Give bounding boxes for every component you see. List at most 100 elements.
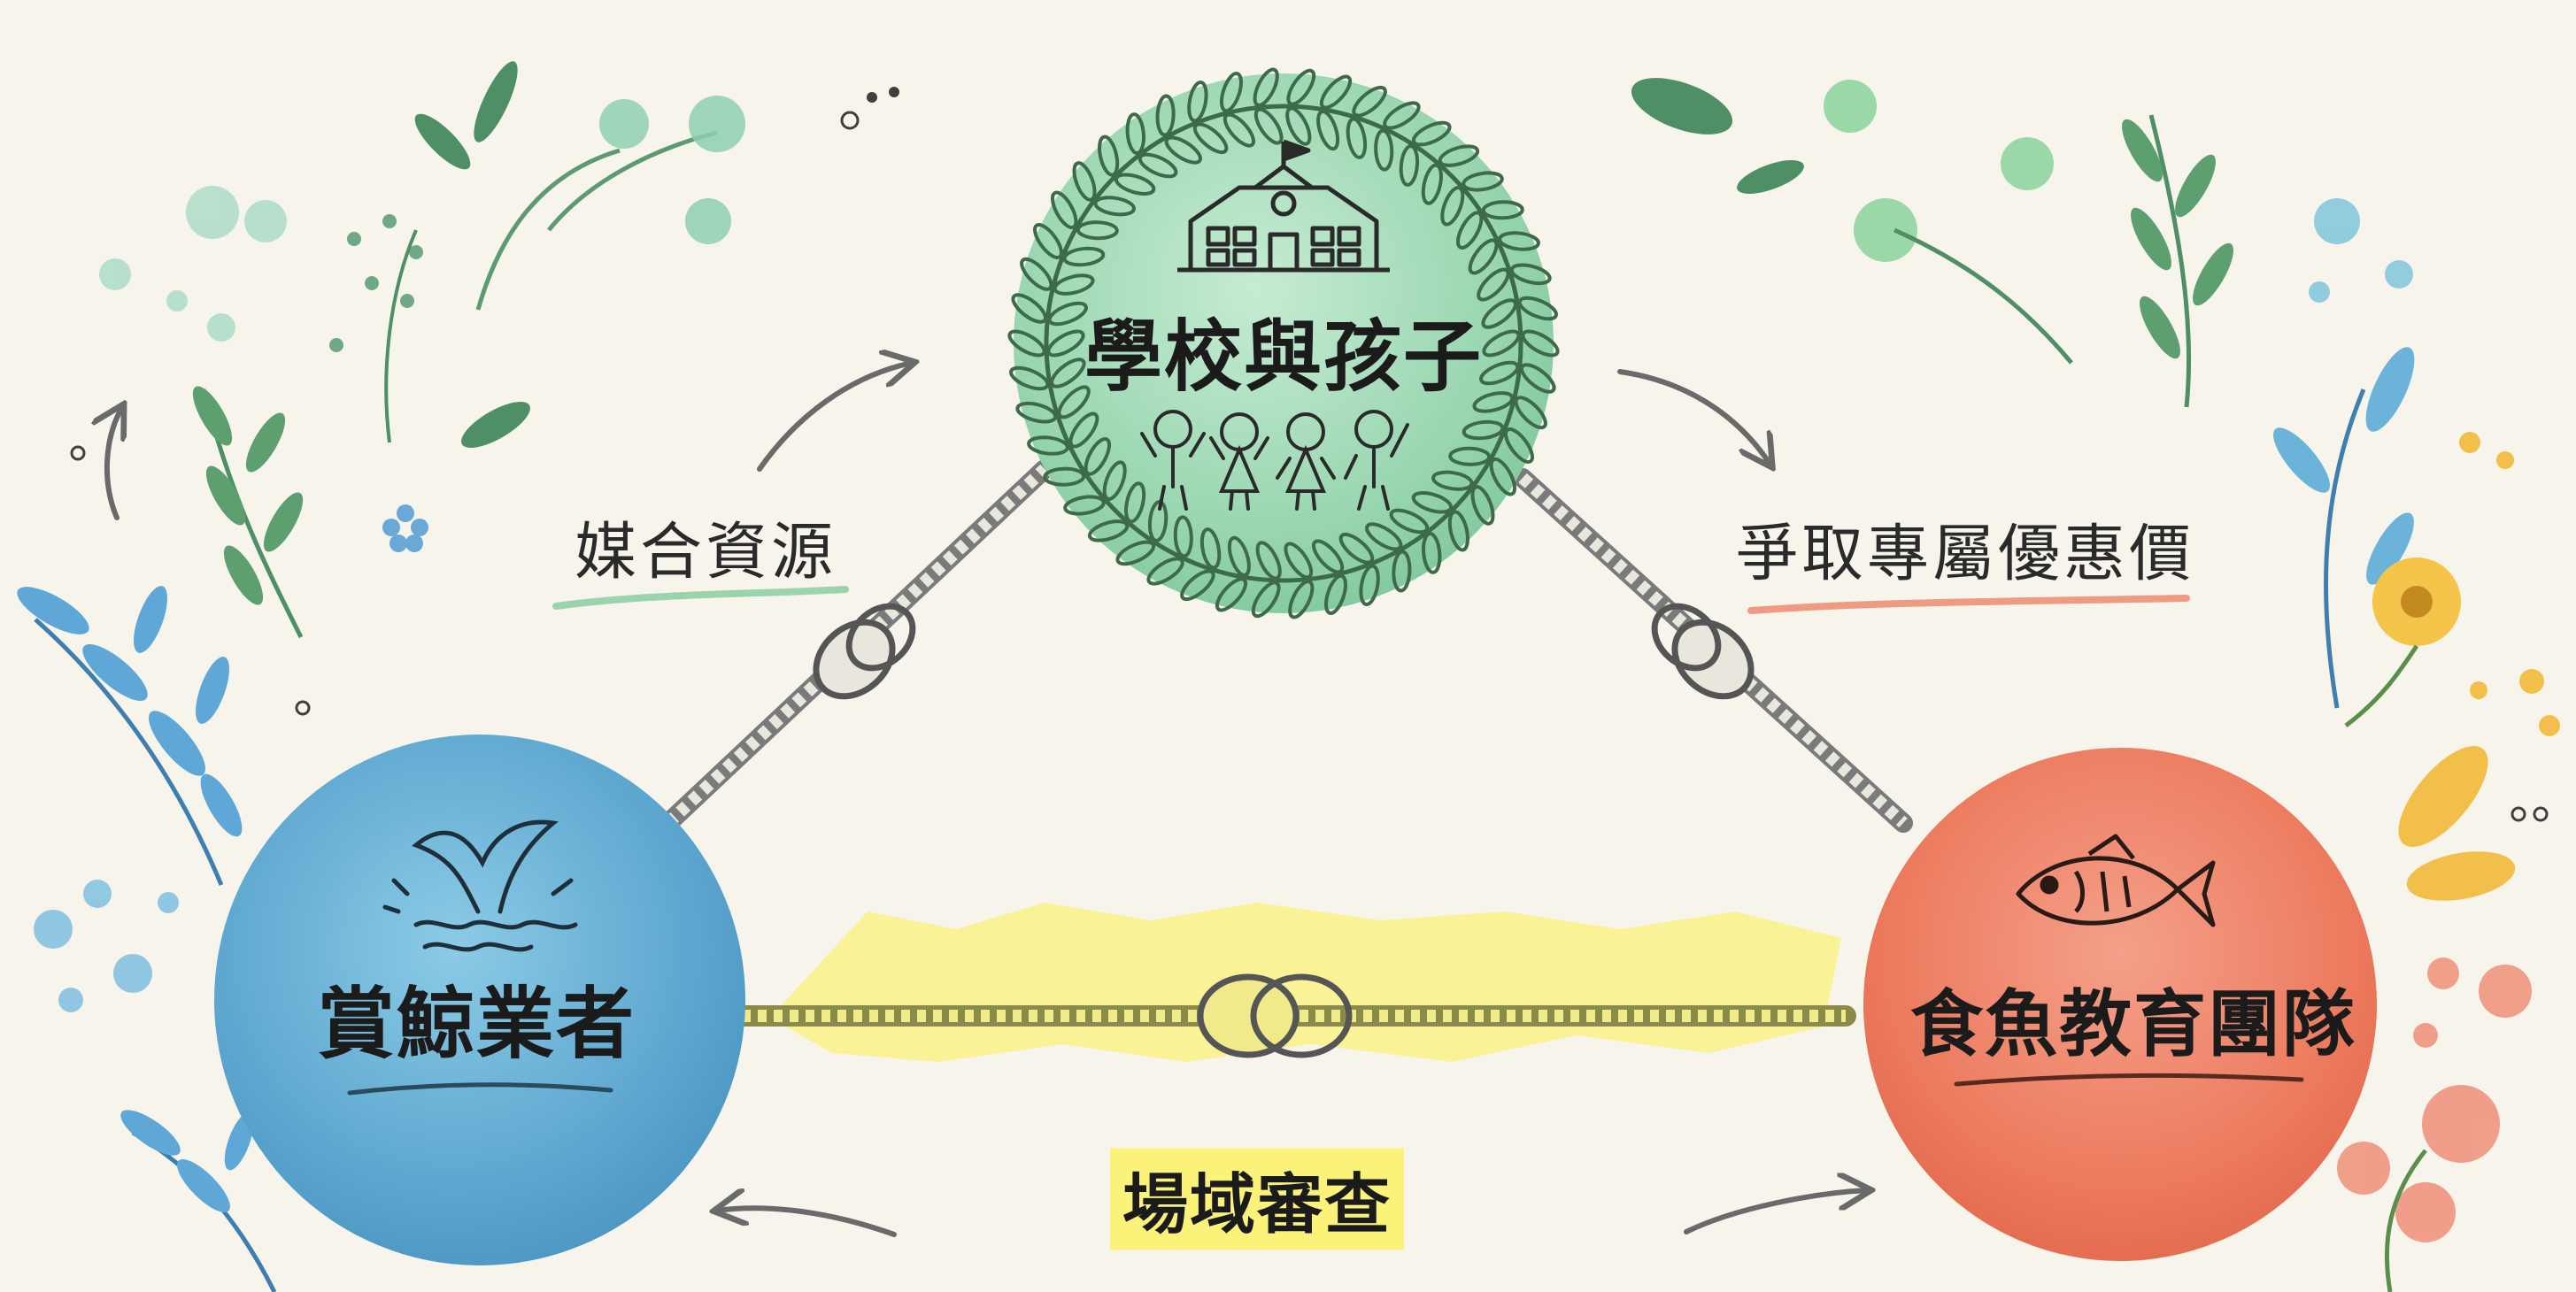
wreath-leaf bbox=[1102, 460, 1127, 502]
wreath-leaf bbox=[1007, 329, 1046, 358]
whale-tail-icon bbox=[382, 819, 578, 952]
wreath-leaf bbox=[1125, 112, 1145, 156]
wreath-leaf bbox=[1489, 457, 1516, 496]
wreath-leaf bbox=[1431, 470, 1474, 491]
school-node-label: 學校與孩子 bbox=[1084, 311, 1484, 403]
wreath-leaf bbox=[1046, 329, 1085, 358]
wreath-leaf bbox=[1517, 296, 1558, 321]
wreath-leaf bbox=[1063, 495, 1106, 516]
wreath-leaf bbox=[1187, 81, 1208, 123]
wreath-leaf bbox=[1020, 257, 1053, 291]
wreath-leaf bbox=[1482, 329, 1521, 358]
bottom-edge-highlight bbox=[770, 903, 1841, 1062]
node-whale bbox=[214, 734, 745, 1265]
node-fish bbox=[1863, 748, 2377, 1261]
wreath-leaf bbox=[1470, 485, 1495, 526]
wreath-leaf bbox=[1051, 190, 1078, 230]
wreath-leaf bbox=[1352, 85, 1387, 118]
knot-right bbox=[1651, 603, 1755, 700]
wreath-leaf bbox=[1479, 360, 1520, 386]
wreath-leaf bbox=[1222, 112, 1256, 148]
wreath-leaf bbox=[1215, 577, 1248, 612]
wreath-leaf bbox=[1389, 508, 1430, 534]
wreath-leaf bbox=[1509, 263, 1552, 286]
decorative-foliage bbox=[17, 61, 2560, 1292]
wreath-leaf bbox=[1009, 365, 1050, 391]
wreath-leaf bbox=[1050, 358, 1086, 388]
wreath-leaf bbox=[1047, 301, 1088, 327]
bottom-edge-label: 場域審查 bbox=[1110, 1148, 1404, 1250]
wreath-leaf bbox=[1053, 273, 1095, 296]
knot-left bbox=[813, 603, 916, 700]
wreath-leaf bbox=[1062, 246, 1106, 267]
wreath-leaf bbox=[1011, 293, 1047, 324]
wreath-leaf bbox=[1286, 68, 1316, 106]
wreath-leaf bbox=[1124, 481, 1146, 524]
arrow-school-to-fish bbox=[1617, 369, 1770, 465]
wreath-leaf bbox=[1472, 391, 1515, 413]
wreath-leaf bbox=[1521, 329, 1560, 358]
wreath-leaf bbox=[1015, 401, 1058, 424]
wreath-leaf bbox=[1138, 152, 1178, 179]
wreath-leaf bbox=[1253, 107, 1284, 145]
wreath-leaf bbox=[1498, 231, 1540, 251]
wreath-leaf bbox=[1227, 535, 1251, 577]
wreath-leaf bbox=[1316, 110, 1340, 151]
wreath-leaf bbox=[1421, 163, 1443, 205]
wreath-leaf bbox=[1285, 106, 1312, 146]
wreath-leaf bbox=[1251, 581, 1281, 619]
wreath-leaf bbox=[1462, 419, 1505, 441]
wreath-leaf bbox=[1448, 446, 1492, 466]
wreath-leaf bbox=[1520, 363, 1556, 394]
wreath-leaf bbox=[1311, 539, 1345, 574]
wreath-leaf bbox=[1359, 564, 1380, 606]
flow-arrows bbox=[107, 363, 1868, 1237]
wreath-leaf bbox=[1284, 542, 1314, 580]
wreath-leaf bbox=[1043, 466, 1086, 487]
wreath-leaf bbox=[1146, 557, 1184, 586]
wreath-leaf bbox=[1481, 200, 1524, 220]
wreath-leaf bbox=[1411, 491, 1454, 514]
wreath-leaf bbox=[1411, 120, 1452, 147]
wreath-leaf bbox=[1338, 532, 1375, 565]
wreath-leaf bbox=[1346, 117, 1368, 159]
sunflower-icon bbox=[2372, 558, 2461, 646]
wreath-leaf bbox=[1399, 144, 1420, 187]
wreath-leaf bbox=[1098, 135, 1120, 177]
wreath-leaf bbox=[1514, 396, 1547, 430]
wreath-leaf bbox=[1093, 196, 1136, 217]
wreath-leaf bbox=[1374, 128, 1394, 172]
wreath-leaf bbox=[1164, 135, 1202, 165]
wreath-leaf bbox=[1114, 173, 1156, 196]
wreath-leaf bbox=[1192, 122, 1229, 155]
children-icon bbox=[1140, 410, 1409, 511]
wreath-leaf bbox=[1180, 569, 1215, 602]
whale-label-underline bbox=[347, 1082, 613, 1096]
knot-bottom bbox=[1197, 973, 1353, 1058]
node-school bbox=[1007, 67, 1560, 619]
fish-node-label: 食魚教育團隊 bbox=[1909, 982, 2357, 1067]
wreath-leaf bbox=[1447, 510, 1469, 552]
wreath-leaf bbox=[1155, 94, 1176, 137]
wreath-leaf bbox=[1057, 385, 1091, 419]
wreath-leaf bbox=[1462, 171, 1504, 192]
left-edge-label: 媒合資源 bbox=[575, 515, 837, 588]
wreath-leaf bbox=[1072, 161, 1097, 202]
arrow-whale-to-school bbox=[757, 363, 912, 472]
wreath-leaf bbox=[1392, 550, 1412, 593]
wreath-leaf bbox=[1468, 238, 1499, 275]
wreath-leaf bbox=[1220, 72, 1243, 113]
wreath-leaf bbox=[1438, 144, 1480, 167]
wreath-leaf bbox=[1456, 211, 1484, 250]
wreath-leaf bbox=[1084, 437, 1111, 476]
fish-label-underline bbox=[1954, 1073, 2304, 1087]
wreath-leaf bbox=[1255, 541, 1282, 581]
wreath-leaf bbox=[1115, 540, 1156, 566]
wreath-leaf bbox=[1440, 185, 1465, 227]
wreath-leaf bbox=[1033, 223, 1063, 259]
wreath-leaf bbox=[1288, 580, 1315, 619]
right-edge-label: 爭取專屬優惠價 bbox=[1736, 517, 2194, 590]
wreath-leaf bbox=[1199, 527, 1222, 570]
